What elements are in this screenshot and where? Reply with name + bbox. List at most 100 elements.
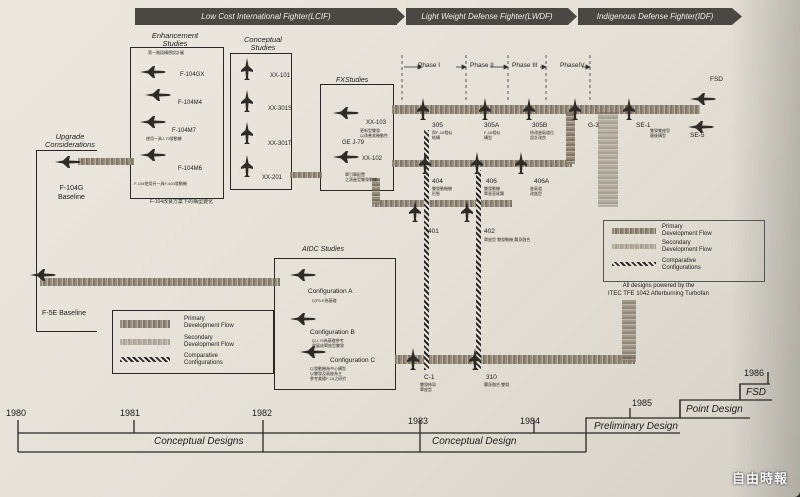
305b-note: 修改進氣道位 設計改良 bbox=[530, 130, 554, 140]
c1-label: C-1 bbox=[424, 374, 435, 381]
config-b-note: 以J-79為基礎參考 發展成單座型雙發 bbox=[312, 338, 344, 348]
lcif-arrowhead bbox=[396, 8, 405, 25]
305-label: 305 bbox=[432, 122, 443, 129]
xx301s-label: XX-301S bbox=[268, 106, 293, 112]
406a-label: 406A bbox=[534, 178, 550, 185]
config-a-note: 以F5-E為基礎 bbox=[312, 298, 337, 303]
flow-primary-top bbox=[392, 105, 700, 114]
enhancement-bottom-note: F-104使用另一具F-404發動機 bbox=[134, 181, 187, 186]
xx103-note: 更新型雙發 以改善其機動性 bbox=[360, 128, 388, 138]
f5e-label: F-5E Baseline bbox=[42, 310, 86, 317]
xx102-note: 單引擎配置 之演進型雙發動機 bbox=[345, 172, 377, 182]
xx102-label: XX-102 bbox=[362, 156, 383, 162]
stage-fsd: FSD bbox=[746, 387, 766, 398]
legend-l-comparative: Comparative Configurations bbox=[184, 353, 223, 366]
fsd-top-label: FSD bbox=[710, 76, 723, 83]
legend-l-comparative-swatch bbox=[120, 357, 170, 362]
comp-line-1 bbox=[424, 130, 429, 370]
legend-l-secondary: Secondary Development Flow bbox=[184, 335, 234, 348]
watermark: 自由時報 bbox=[731, 471, 788, 486]
flow-fx-down bbox=[372, 178, 380, 204]
xx201-label: XX-201 bbox=[262, 175, 283, 181]
phase-3: Phase III bbox=[512, 62, 538, 69]
305a-note: F-16相似 構型 bbox=[484, 130, 501, 140]
se1-label: SE-1 bbox=[636, 122, 651, 129]
year-1981: 1981 bbox=[120, 408, 141, 418]
edge-shadow bbox=[730, 0, 800, 497]
conceptual-box bbox=[230, 53, 292, 190]
se1-note: 雙發雙座型 最後構型 bbox=[650, 128, 670, 138]
fx-box bbox=[320, 84, 394, 191]
idf-bar: Indigenous Defense Fighter(IDF) bbox=[578, 8, 732, 25]
402-note: 單座型 雙發動機 翼身融合 bbox=[484, 237, 531, 242]
f104g-label: F-104G Baseline bbox=[58, 185, 85, 201]
f104m7-note: 使用一具J-79發動機 bbox=[146, 136, 182, 141]
legend-left-box bbox=[112, 310, 274, 374]
phase-2: Phase II bbox=[470, 62, 494, 69]
legend-l-primary: Primary Development Flow bbox=[184, 316, 234, 329]
flow-mid-up bbox=[566, 112, 575, 164]
legend-l-primary-swatch bbox=[120, 320, 170, 328]
legend-r-primary-swatch bbox=[612, 228, 656, 234]
enhancement-box bbox=[130, 47, 224, 199]
flow-f104-enh bbox=[78, 158, 134, 165]
stage-conceptual-designs: Conceptual Designs bbox=[154, 436, 244, 447]
se5-label: SE-5 bbox=[690, 132, 705, 139]
config-c-label: Configuration C bbox=[330, 357, 376, 364]
401-label: 401 bbox=[428, 228, 439, 235]
enhancement-caption: F-104改良方案下的構型變化 bbox=[150, 199, 214, 205]
305b-label: 305B bbox=[532, 122, 548, 129]
xx301t-label: XX-301T bbox=[268, 141, 292, 147]
legend-r-secondary: Secondary Development Flow bbox=[662, 240, 712, 253]
idf-arrowhead bbox=[732, 8, 742, 25]
406-note: 雙發動機 單垂直尾翼 bbox=[484, 186, 504, 196]
flow-f5e-aidc bbox=[40, 278, 280, 286]
f104m7-label: F-104M7 bbox=[172, 128, 197, 134]
gej79-label: GE J-79 bbox=[342, 140, 365, 146]
406-label: 406 bbox=[486, 178, 497, 185]
legend-r-comparative: Comparative Configurations bbox=[662, 258, 701, 271]
aidc-title: AIDC Studies bbox=[302, 246, 345, 253]
enhancement-title: Enhancement Studies bbox=[151, 31, 199, 48]
legend-l-secondary-swatch bbox=[120, 339, 170, 345]
stage-conceptual-design: Conceptual Design bbox=[432, 436, 517, 447]
305-note: 與F-16相似 結構 bbox=[432, 130, 453, 140]
flow-fx-401 bbox=[372, 200, 512, 207]
powered-note: All designs powered by the ITEC TFE 1042… bbox=[608, 283, 709, 297]
flow-aidc-c1 bbox=[395, 355, 635, 364]
legend-r-primary: Primary Development Flow bbox=[662, 224, 712, 237]
310-label: 310 bbox=[486, 374, 497, 381]
g3-label: G-3 bbox=[588, 122, 599, 129]
legend-r-secondary-swatch bbox=[612, 244, 656, 249]
406a-note: 進氣道 改進型 bbox=[530, 186, 542, 196]
flow-concept-fx bbox=[290, 172, 322, 178]
year-1983: 1983 bbox=[408, 416, 429, 426]
upgrade-box bbox=[36, 150, 97, 332]
flow-c1-up bbox=[622, 300, 636, 362]
year-1982: 1982 bbox=[252, 408, 273, 418]
402-label: 402 bbox=[484, 228, 495, 235]
f104gx-label: F-104GX bbox=[180, 72, 205, 78]
stage-preliminary: Preliminary Design bbox=[594, 421, 678, 432]
conceptual-title: Conceptual Studies bbox=[244, 35, 282, 52]
305a-label: 305A bbox=[484, 122, 500, 129]
comp-line-2 bbox=[476, 170, 481, 370]
310-note: 翼身融合 雙發 bbox=[484, 382, 510, 387]
year-1985: 1985 bbox=[632, 398, 653, 408]
f104m6-label: F-104M6 bbox=[178, 166, 203, 172]
xx103-label: XX-103 bbox=[366, 120, 387, 126]
flow-g3-down bbox=[598, 112, 618, 207]
aidc-box bbox=[274, 258, 396, 390]
lwdf-arrowhead bbox=[568, 8, 577, 25]
enhancement-subtitle: 第一階段構想設計圖 bbox=[148, 50, 184, 55]
c1-note: 雙發佈局 單座型 bbox=[420, 382, 436, 392]
config-a-label: Configuration A bbox=[308, 288, 353, 295]
legend-r-comparative-swatch bbox=[612, 262, 656, 266]
404-note: 雙發動機機 形態 bbox=[432, 186, 452, 196]
config-b-label: Configuration B bbox=[310, 329, 355, 336]
year-1980: 1980 bbox=[6, 408, 27, 418]
phase-1: Phase I bbox=[418, 62, 441, 69]
fx-title: FXStudies bbox=[336, 77, 369, 84]
upgrade-title: Upgrade Considerations bbox=[44, 132, 96, 149]
